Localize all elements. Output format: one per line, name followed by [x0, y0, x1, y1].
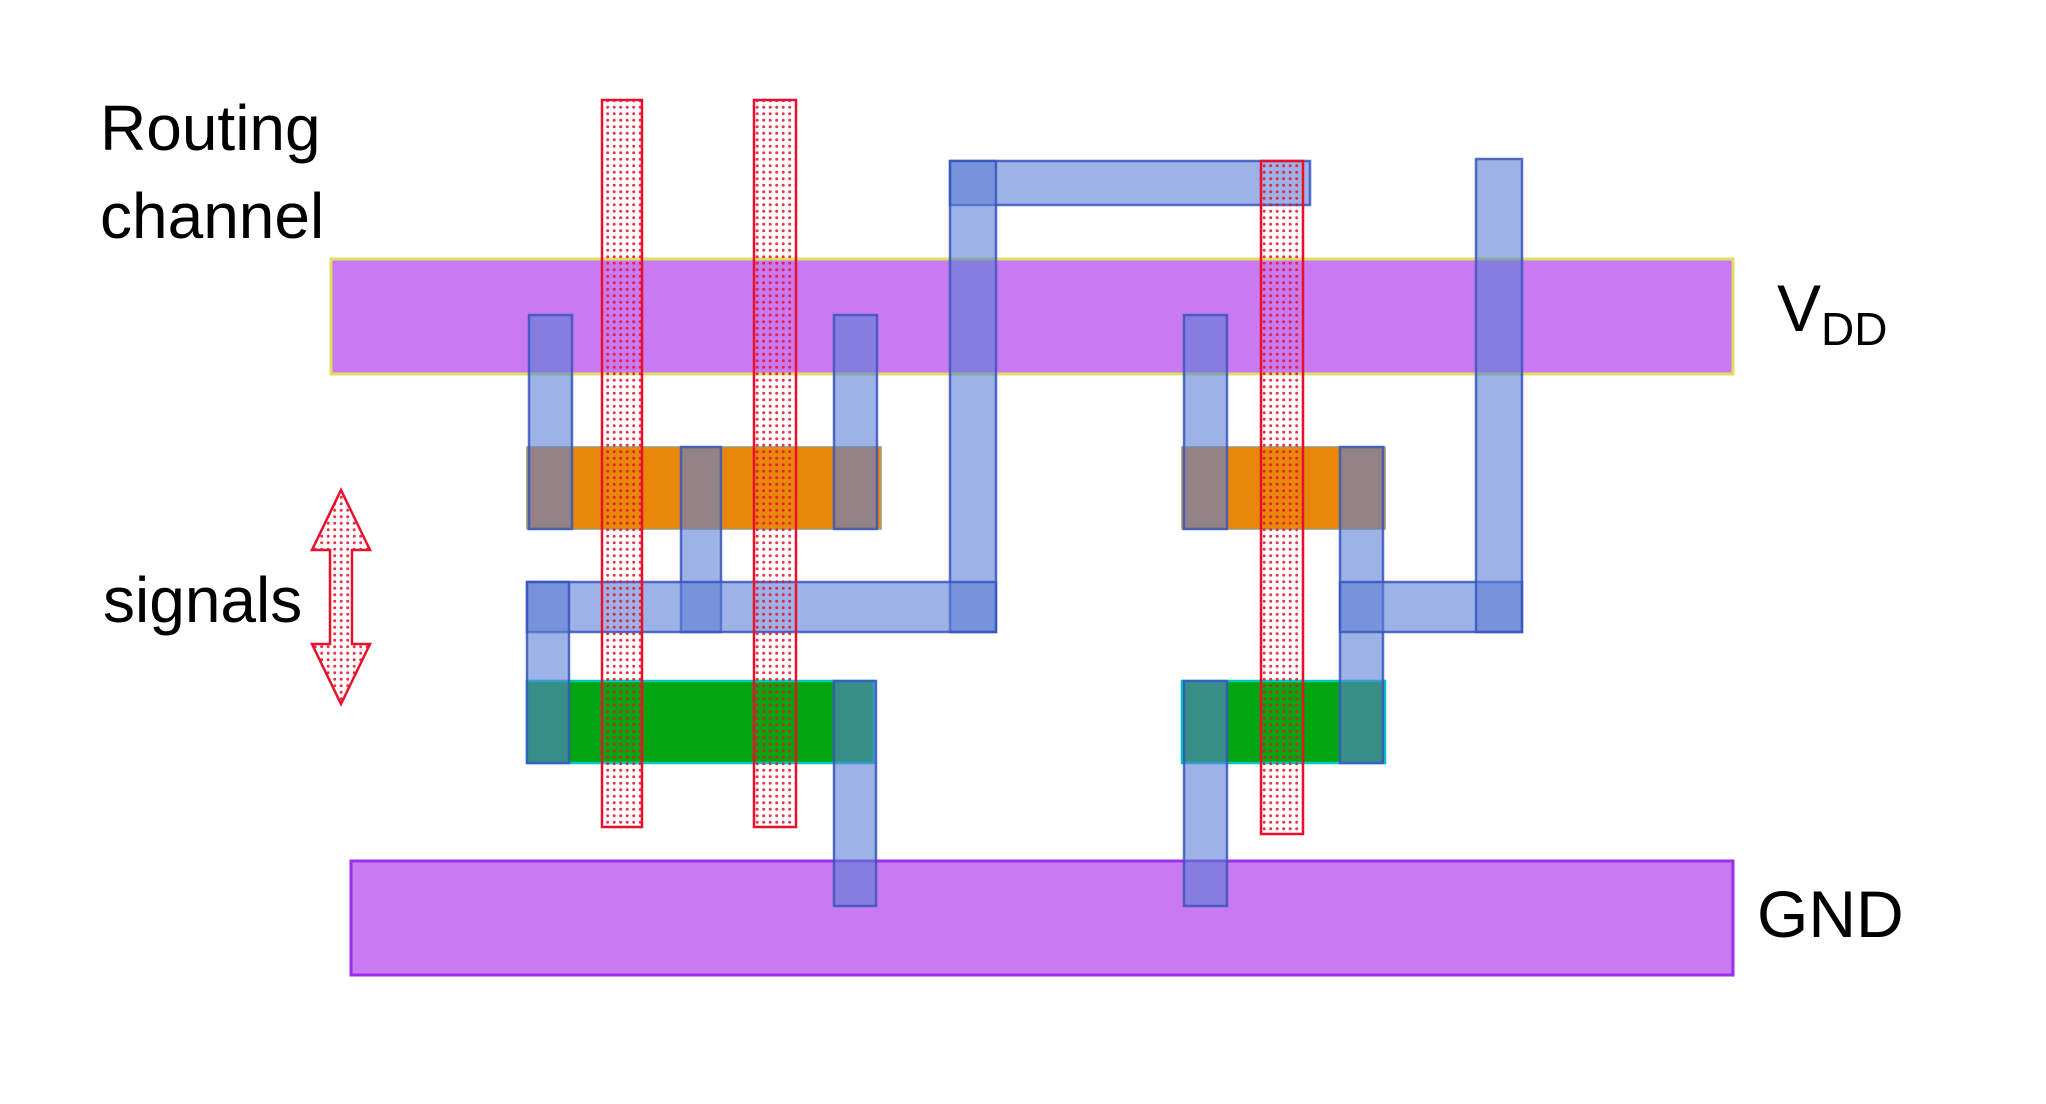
ndiff-left — [525, 679, 876, 765]
metal-top-wire — [948, 159, 1312, 207]
signals-double-arrow-icon — [310, 487, 372, 707]
metal-vdd-contact-right — [1182, 313, 1229, 531]
metal-tall-wire-right — [1474, 157, 1524, 634]
vdd-label: VDD — [1777, 271, 1887, 355]
metal-gnd-contact-left — [832, 679, 878, 908]
vdd-label-main: V — [1777, 271, 1821, 345]
signals-label: signals — [103, 564, 302, 636]
metal-top-wire-left-drop — [948, 159, 998, 634]
routing-channel-label-line1: Routing — [100, 92, 321, 164]
metal-vdd-contact-left-b — [832, 313, 879, 531]
poly-gate-1 — [600, 98, 644, 829]
poly-gate-2 — [752, 98, 798, 829]
metal-gnd-contact-right — [1182, 679, 1229, 908]
metal-vdd-contact-left-a — [527, 313, 574, 531]
gnd-rail — [349, 859, 1735, 977]
routing-channel-label-line2: channel — [100, 180, 324, 252]
metal-ndiff-drop-left — [525, 580, 571, 765]
poly-gate-3 — [1259, 159, 1305, 836]
vdd-label-subscript: DD — [1821, 303, 1887, 355]
gnd-label: GND — [1757, 877, 1904, 951]
